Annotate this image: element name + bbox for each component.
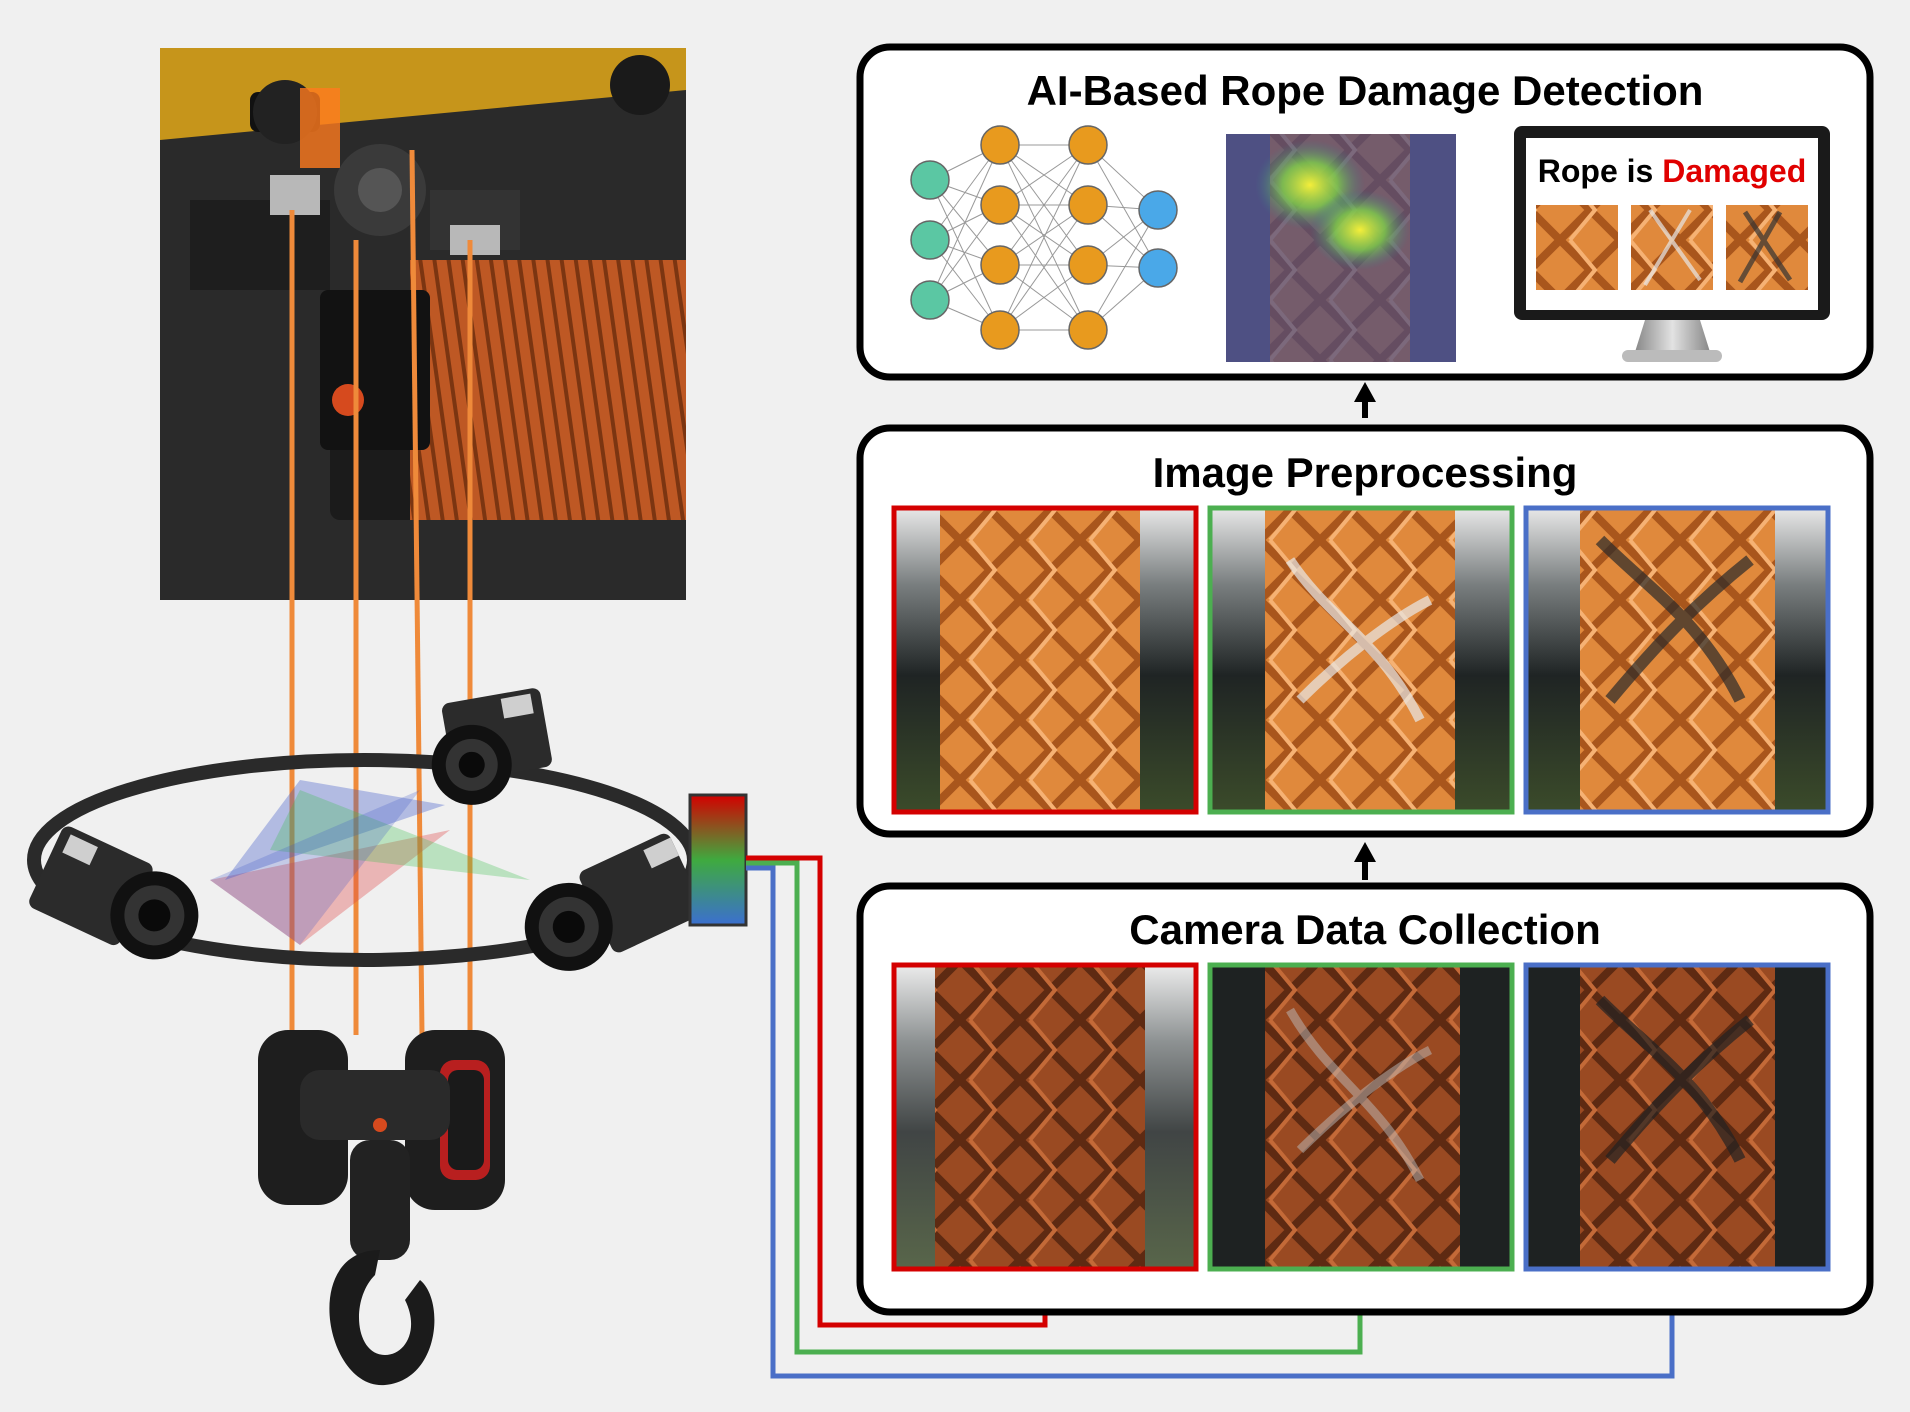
hook-block-icon [258, 1030, 505, 1386]
camera-icon [524, 833, 703, 971]
monitor-icon: Rope is Damaged [1514, 126, 1830, 362]
camera-icon [29, 826, 199, 960]
sensor-hub [688, 793, 748, 927]
preprocessing-panel-title: Image Preprocessing [1153, 449, 1578, 496]
hoist-ropes [289, 149, 473, 1040]
neural-network-icon [910, 125, 1178, 350]
preprocessed-image-blue [1523, 505, 1831, 815]
crane-icon [160, 48, 686, 600]
detection-panel-title: AI-Based Rope Damage Detection [1027, 67, 1704, 114]
preprocessed-image-green [1207, 505, 1515, 815]
raw-image-blue [1523, 962, 1831, 1272]
monitor-status-text: Rope is Damaged [1538, 153, 1807, 189]
monitor-text-prefix: Rope is [1538, 153, 1662, 189]
camera-fov-cones [210, 780, 530, 945]
camera-icon [431, 688, 552, 805]
raw-image-red [891, 962, 1199, 1272]
arrowhead-to-preprocessing [1354, 842, 1376, 862]
monitor-thumb-undamaged [1536, 205, 1618, 290]
preprocessed-image-red [891, 505, 1199, 815]
arrowhead-to-detection [1354, 382, 1376, 402]
collection-panel-title: Camera Data Collection [1129, 906, 1600, 953]
monitor-thumb-damaged [1631, 205, 1713, 290]
heatmap-image [1226, 134, 1456, 362]
monitor-text-status: Damaged [1662, 153, 1806, 189]
raw-image-green [1207, 962, 1515, 1272]
